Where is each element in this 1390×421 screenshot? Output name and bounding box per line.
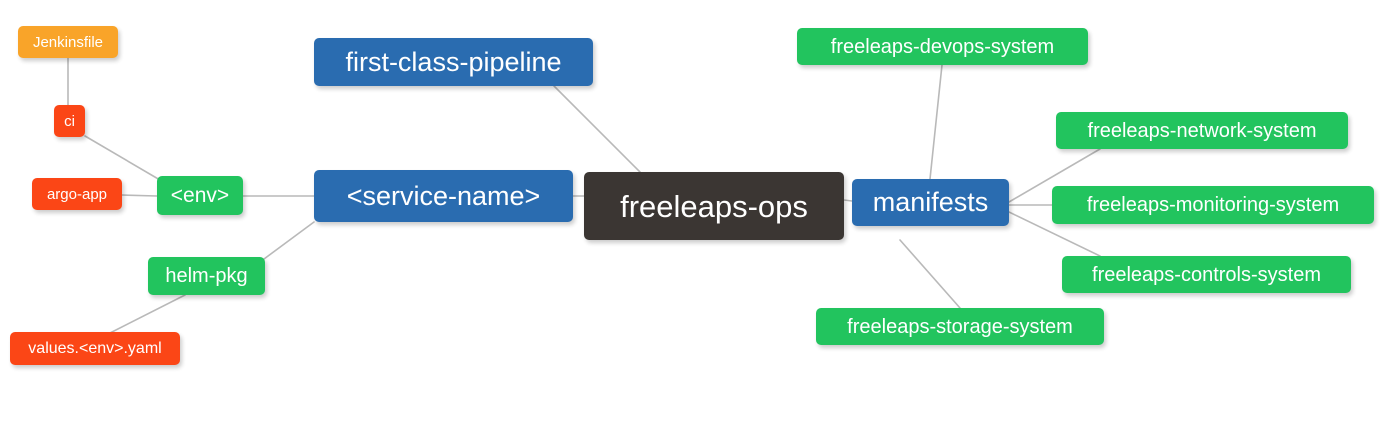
node-label-freeleaps-controls-system: freeleaps-controls-system (1092, 263, 1321, 286)
node-service-name[interactable]: <service-name> (314, 170, 573, 222)
node-label-service-name: <service-name> (346, 180, 541, 211)
edge-freeleaps-ops-to-freeleaps-storage-system (899, 239, 961, 309)
node-freeleaps-ops[interactable]: freeleaps-ops (584, 172, 844, 240)
node-argo-app[interactable]: argo-app (32, 178, 122, 210)
edge-helm-pkg-to-values-env-yaml (109, 294, 186, 334)
node-label-manifests: manifests (872, 187, 989, 217)
node-helm-pkg[interactable]: helm-pkg (148, 257, 265, 295)
node-jenkinsfile[interactable]: Jenkinsfile (18, 26, 118, 58)
edge-ci-to-env (84, 135, 161, 181)
node-label-first-class-pipeline: first-class-pipeline (345, 46, 562, 77)
node-label-freeleaps-devops-system: freeleaps-devops-system (830, 35, 1055, 58)
node-freeleaps-network-system[interactable]: freeleaps-network-system (1056, 112, 1348, 149)
node-freeleaps-devops-system[interactable]: freeleaps-devops-system (797, 28, 1088, 65)
edge-argo-app-to-env (121, 194, 158, 197)
node-label-jenkinsfile: Jenkinsfile (32, 33, 104, 51)
node-values-env-yaml[interactable]: values.<env>.yaml (10, 332, 180, 365)
node-label-freeleaps-storage-system: freeleaps-storage-system (847, 315, 1073, 338)
node-label-freeleaps-ops: freeleaps-ops (620, 188, 808, 224)
node-first-class-pipeline[interactable]: first-class-pipeline (314, 38, 593, 86)
node-label-freeleaps-monitoring-system: freeleaps-monitoring-system (1086, 194, 1340, 216)
edge-service-name-to-helm-pkg (263, 221, 315, 260)
node-freeleaps-storage-system[interactable]: freeleaps-storage-system (816, 308, 1104, 345)
node-label-ci: ci (64, 112, 75, 130)
node-label-helm-pkg: helm-pkg (165, 265, 248, 287)
node-label-argo-app: argo-app (46, 185, 108, 203)
node-label-freeleaps-network-system: freeleaps-network-system (1087, 119, 1317, 142)
edge-freeleaps-ops-to-manifests (843, 199, 853, 202)
node-manifests[interactable]: manifests (852, 179, 1009, 226)
node-label-env: <env> (170, 184, 230, 207)
node-freeleaps-controls-system[interactable]: freeleaps-controls-system (1062, 256, 1351, 293)
node-ci[interactable]: ci (54, 105, 85, 137)
node-label-values-env-yaml: values.<env>.yaml (28, 339, 162, 357)
edge-first-class-pipeline-to-freeleaps-ops (553, 85, 641, 173)
node-freeleaps-monitoring-system[interactable]: freeleaps-monitoring-system (1052, 186, 1374, 224)
node-env[interactable]: <env> (157, 176, 243, 215)
edge-manifests-to-freeleaps-devops-system (929, 64, 943, 180)
